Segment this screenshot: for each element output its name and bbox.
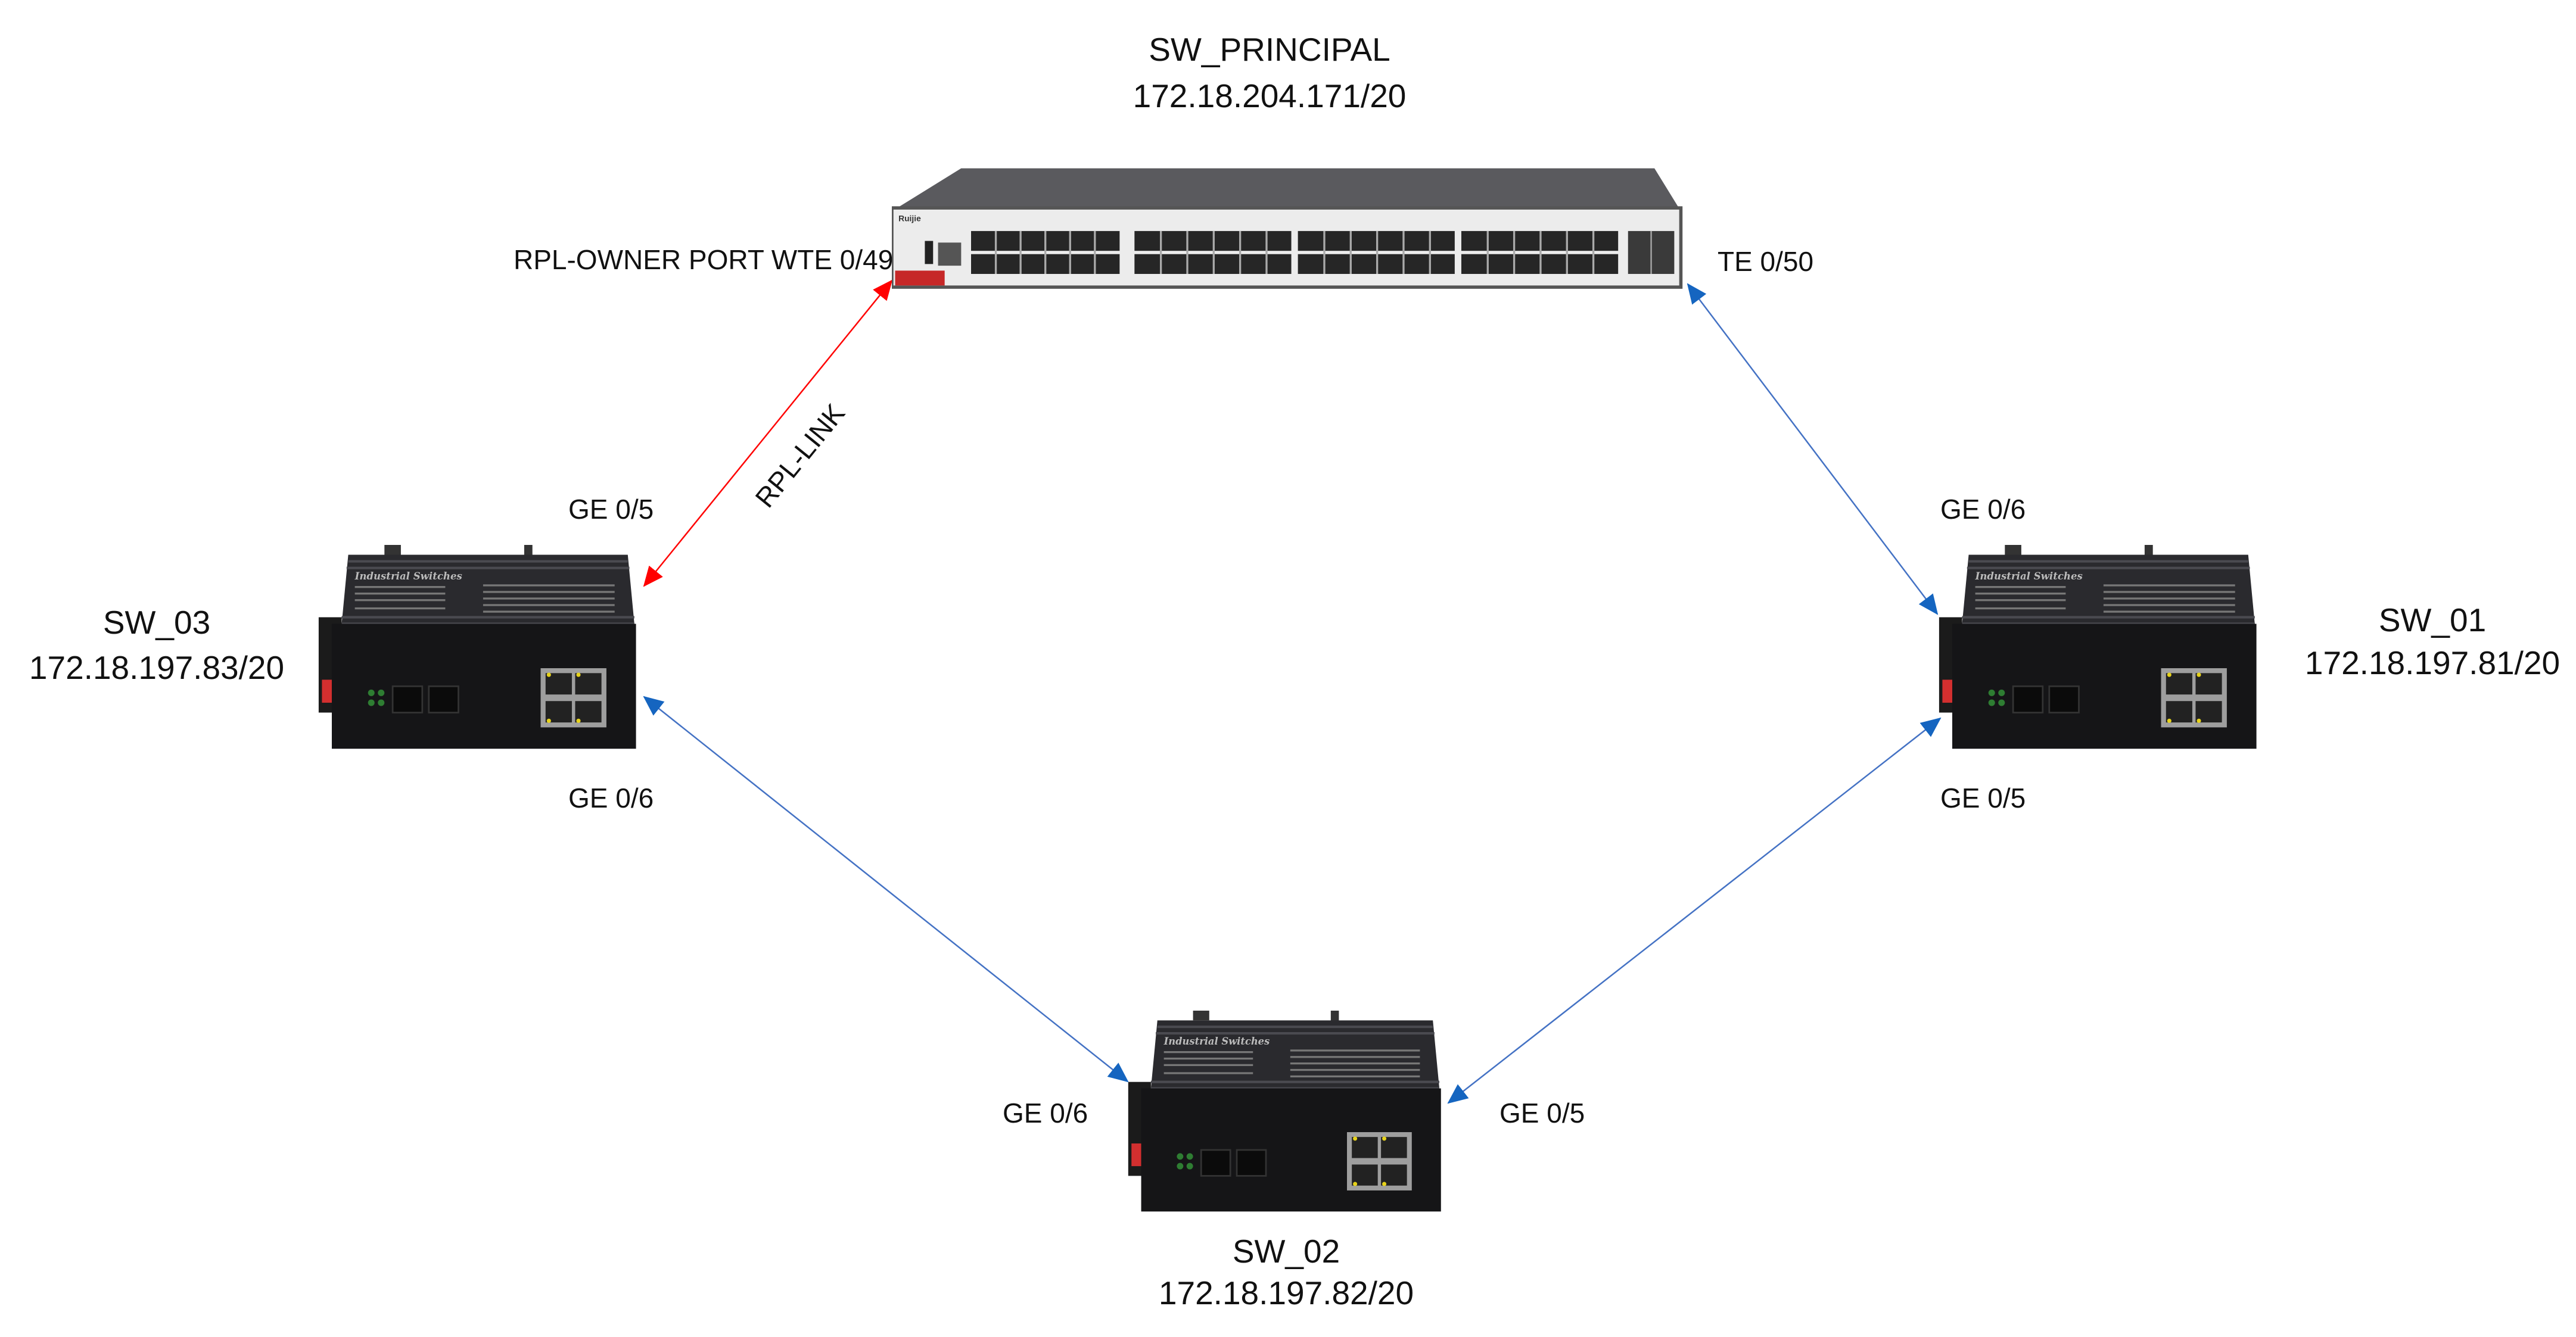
sw03-name: SW_03 [103,604,210,641]
rpl-link-label: RPL-LINK [749,398,851,513]
link-sw03-sw02 [643,696,1129,1083]
sw02-name: SW_02 [1233,1233,1340,1270]
sw01-ip: 172.18.197.81/20 [2305,644,2560,681]
port-label-sw02-left: GE 0/6 [1003,1098,1088,1129]
sw01-name: SW_01 [2379,602,2486,638]
port-label-sw01-top: GE 0/6 [1940,494,2026,525]
sw02-ip: 172.18.197.82/20 [1159,1274,1414,1311]
link-principal-sw01 [1687,283,1939,615]
port-label-sw01-bottom: GE 0/5 [1940,783,2026,814]
sw02-switch-icon [1128,1011,1441,1211]
sw03-switch-icon [319,545,636,749]
sw-principal-ip: 172.18.204.171/20 [1133,77,1407,114]
port-label-principal-te: TE 0/50 [1718,246,1813,277]
sw03-ip: 172.18.197.83/20 [29,649,284,686]
sw-principal-switch-icon [892,169,1681,288]
sw-principal-name: SW_PRINCIPAL [1149,31,1390,68]
link-sw02-sw01 [1447,717,1942,1104]
port-label-sw03-bottom: GE 0/6 [568,783,654,814]
rpl-link-line [643,279,893,587]
port-label-sw03-top: GE 0/5 [568,494,654,525]
port-label-principal-rpl: RPL-OWNER PORT WTE 0/49 [514,244,893,275]
sw01-switch-icon [1939,545,2257,749]
port-label-sw02-right: GE 0/5 [1499,1098,1585,1129]
